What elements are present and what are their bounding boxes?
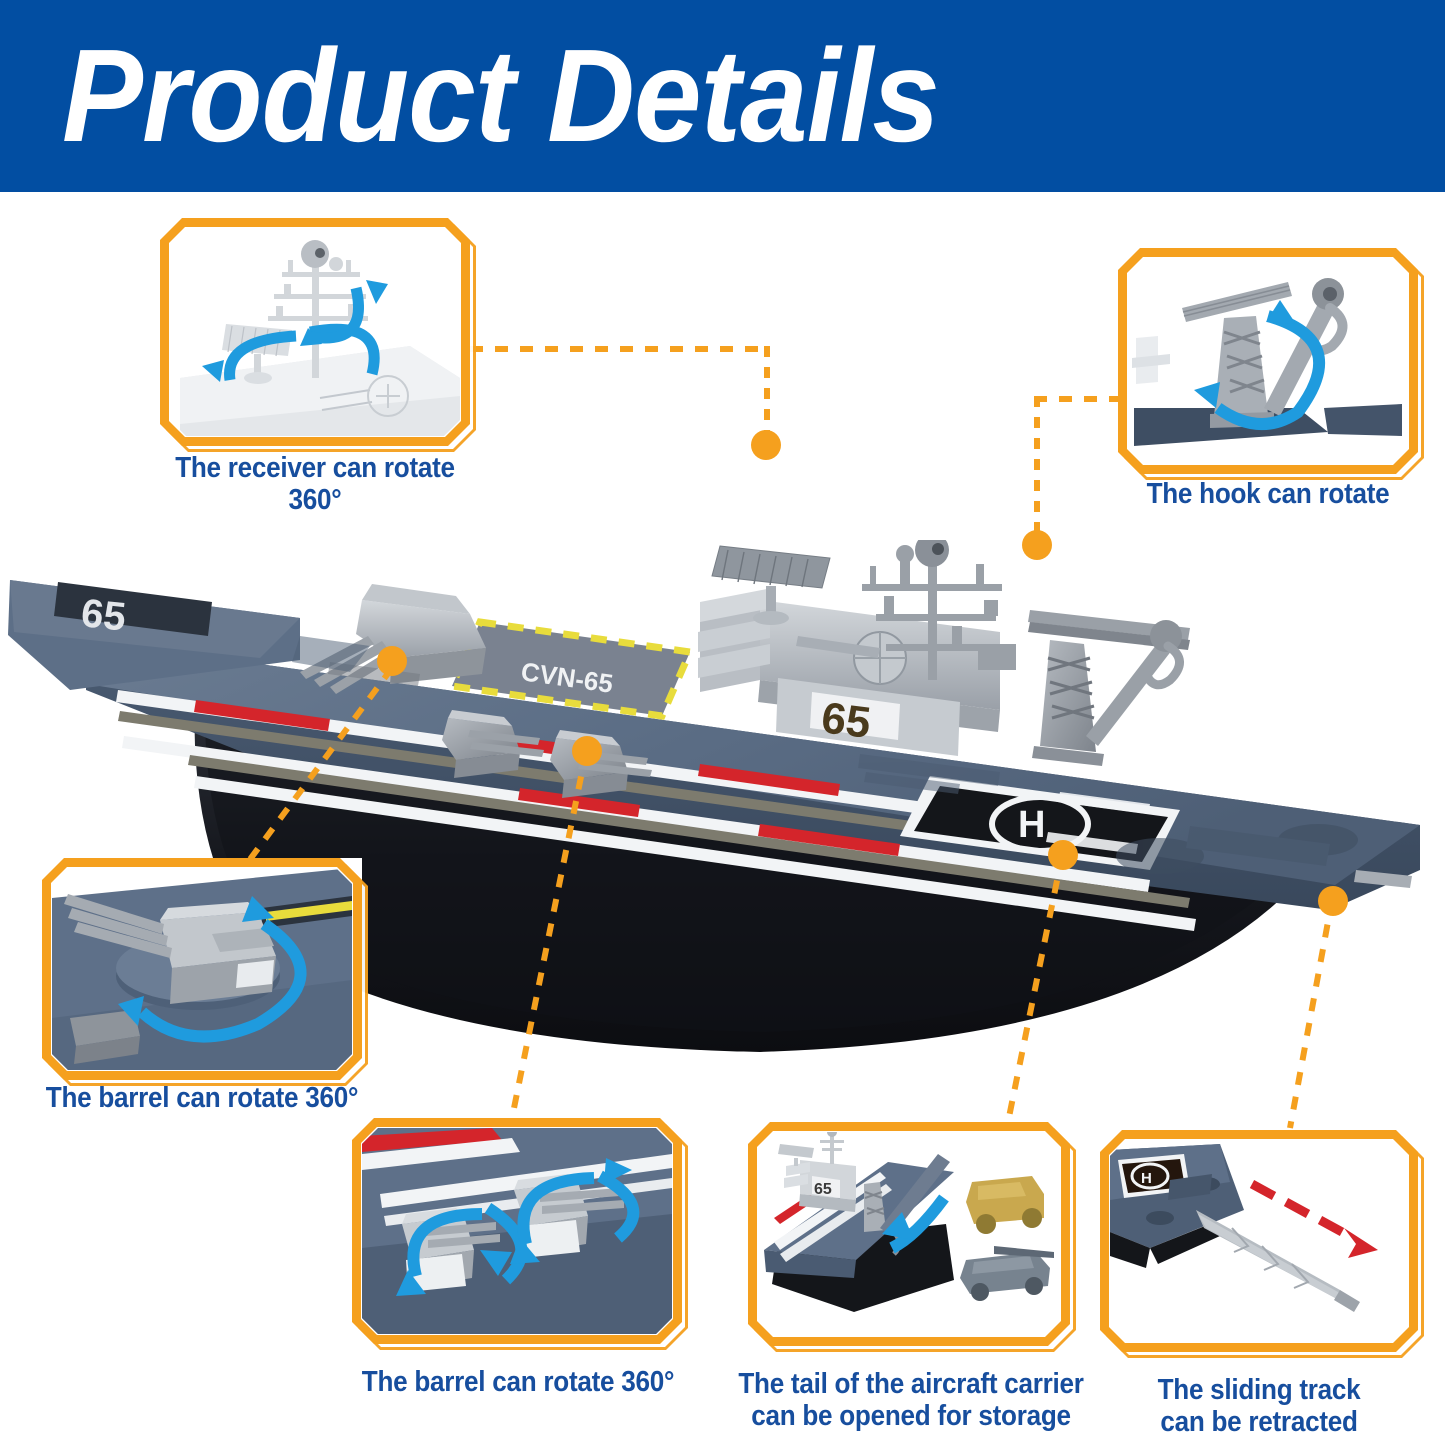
callout-hook[interactable] bbox=[1118, 248, 1418, 474]
callout-tail-storage-image: 65 bbox=[758, 1132, 1060, 1336]
callout-barrel-small-caption: The barrel can rotate 360° bbox=[361, 1366, 675, 1398]
svg-text:65: 65 bbox=[814, 1181, 832, 1198]
deck-cvn65-pad: CVN-65 bbox=[446, 618, 696, 720]
leader-dot-sliding-track bbox=[1318, 886, 1348, 916]
island-superstructure: 65 bbox=[698, 588, 1000, 756]
deck-helipad: H bbox=[900, 776, 1180, 870]
radar-mast bbox=[862, 540, 1016, 680]
bow-hull-number: 65 bbox=[54, 582, 212, 640]
deck-vent-details bbox=[292, 636, 1000, 794]
callout-barrel-main-image bbox=[52, 868, 352, 1070]
svg-text:65: 65 bbox=[79, 591, 128, 639]
leader-dot-tail-storage bbox=[1048, 840, 1078, 870]
crane-hook-assembly bbox=[1028, 610, 1190, 766]
page-title: Product Details bbox=[62, 22, 940, 169]
callout-barrel-small-image bbox=[362, 1128, 672, 1334]
callout-sliding-track[interactable]: H bbox=[1100, 1130, 1418, 1352]
svg-text:H: H bbox=[1141, 1170, 1152, 1187]
callout-barrel-main-caption: The barrel can rotate 360° bbox=[45, 1082, 359, 1114]
leader-line-receiver-v bbox=[764, 346, 770, 444]
leader-dot-receiver bbox=[751, 430, 781, 460]
callout-hook-image bbox=[1128, 258, 1408, 464]
callout-receiver-image bbox=[170, 228, 460, 436]
toy-vehicle-humvee bbox=[966, 1176, 1044, 1234]
radar-receiver-dish bbox=[711, 545, 831, 625]
svg-text:H: H bbox=[1018, 804, 1045, 846]
callout-tail-storage[interactable]: 65 bbox=[748, 1122, 1070, 1346]
leader-dot-hook bbox=[1022, 530, 1052, 560]
callout-sliding-track-caption: The sliding track can be retracted bbox=[1157, 1374, 1361, 1439]
leader-line-hook-h bbox=[1034, 396, 1130, 402]
callout-barrel-main[interactable] bbox=[42, 858, 362, 1080]
svg-text:65: 65 bbox=[819, 693, 874, 748]
toy-vehicle-apc bbox=[960, 1246, 1054, 1301]
callout-sliding-track-image: H bbox=[1110, 1140, 1408, 1342]
callout-receiver[interactable] bbox=[160, 218, 470, 446]
callout-receiver-caption: The receiver can rotate 360° bbox=[175, 452, 455, 517]
callout-barrel-small[interactable] bbox=[352, 1118, 682, 1344]
leader-line-receiver-h bbox=[470, 346, 770, 352]
island-hull-number: 65 bbox=[810, 692, 900, 748]
stern-deck-details bbox=[1116, 824, 1358, 874]
callout-tail-storage-caption: The tail of the aircraft carrier can be … bbox=[738, 1368, 1084, 1433]
leader-dot-barrel-main bbox=[377, 646, 407, 676]
page-header-banner: Product Details bbox=[0, 0, 1445, 192]
callout-hook-caption: The hook can rotate bbox=[1146, 478, 1390, 510]
sliding-track-nub bbox=[1354, 870, 1412, 888]
leader-line-hook-v bbox=[1034, 396, 1040, 538]
leader-dot-barrel-small bbox=[572, 736, 602, 766]
